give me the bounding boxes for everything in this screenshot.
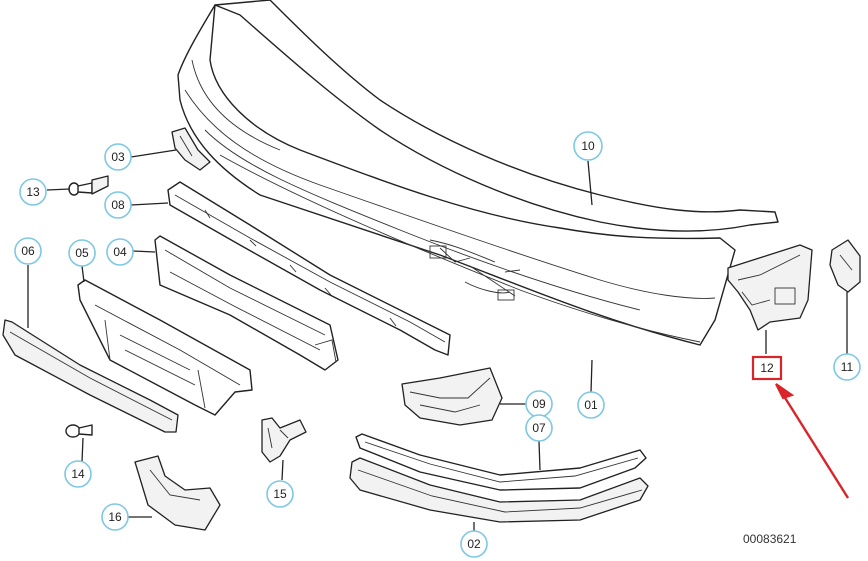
push-pin-14 bbox=[65, 424, 93, 438]
callout-02: 02 bbox=[460, 530, 488, 558]
clip-15 bbox=[261, 417, 307, 463]
svg-text:11: 11 bbox=[841, 360, 854, 374]
callout-05: 05 bbox=[68, 239, 96, 267]
clip-11 bbox=[829, 239, 861, 293]
callout-11: 11 bbox=[833, 353, 861, 381]
callout-12-highlighted: 12 bbox=[751, 355, 783, 381]
lower-spoiler-02 bbox=[349, 457, 649, 523]
callout-09: 09 bbox=[525, 390, 553, 418]
grille-frame-05 bbox=[77, 279, 253, 416]
bracket-03 bbox=[171, 127, 211, 171]
svg-text:16: 16 bbox=[108, 510, 122, 524]
air-duct-09 bbox=[401, 367, 503, 426]
bolt-13 bbox=[68, 175, 109, 196]
grille-04 bbox=[154, 235, 339, 371]
leader-lines bbox=[27, 149, 848, 531]
svg-text:10: 10 bbox=[581, 139, 595, 153]
svg-text:08: 08 bbox=[111, 198, 125, 212]
callout-10: 10 bbox=[573, 131, 603, 161]
callout-13: 13 bbox=[19, 178, 47, 206]
svg-text:15: 15 bbox=[273, 487, 287, 501]
rail-08 bbox=[167, 181, 451, 356]
callout-14: 14 bbox=[64, 460, 92, 488]
svg-text:03: 03 bbox=[111, 150, 125, 164]
svg-text:05: 05 bbox=[75, 246, 89, 260]
callout-06: 06 bbox=[14, 237, 42, 265]
svg-text:07: 07 bbox=[532, 421, 546, 435]
lower-strip-07 bbox=[355, 433, 647, 491]
svg-text:04: 04 bbox=[113, 245, 127, 259]
svg-text:06: 06 bbox=[21, 244, 35, 258]
callout-08: 08 bbox=[104, 191, 132, 219]
red-arrow-icon bbox=[775, 383, 850, 499]
callout-01: 01 bbox=[577, 391, 605, 419]
callout-15: 15 bbox=[266, 480, 294, 508]
trim-strip-06 bbox=[2, 319, 179, 433]
side-bracket-12 bbox=[727, 244, 813, 331]
bumper-cover bbox=[177, 0, 779, 346]
duct-16 bbox=[134, 455, 221, 531]
svg-text:12: 12 bbox=[760, 361, 774, 375]
callout-04: 04 bbox=[106, 238, 134, 266]
svg-text:01: 01 bbox=[584, 398, 598, 412]
drawing-number: 00083621 bbox=[743, 532, 797, 546]
callout-07: 07 bbox=[525, 414, 553, 442]
svg-text:09: 09 bbox=[532, 397, 546, 411]
callout-16: 16 bbox=[101, 503, 129, 531]
svg-text:14: 14 bbox=[71, 467, 85, 481]
svg-text:02: 02 bbox=[467, 537, 481, 551]
svg-text:13: 13 bbox=[26, 185, 40, 199]
callout-03: 03 bbox=[104, 143, 132, 171]
